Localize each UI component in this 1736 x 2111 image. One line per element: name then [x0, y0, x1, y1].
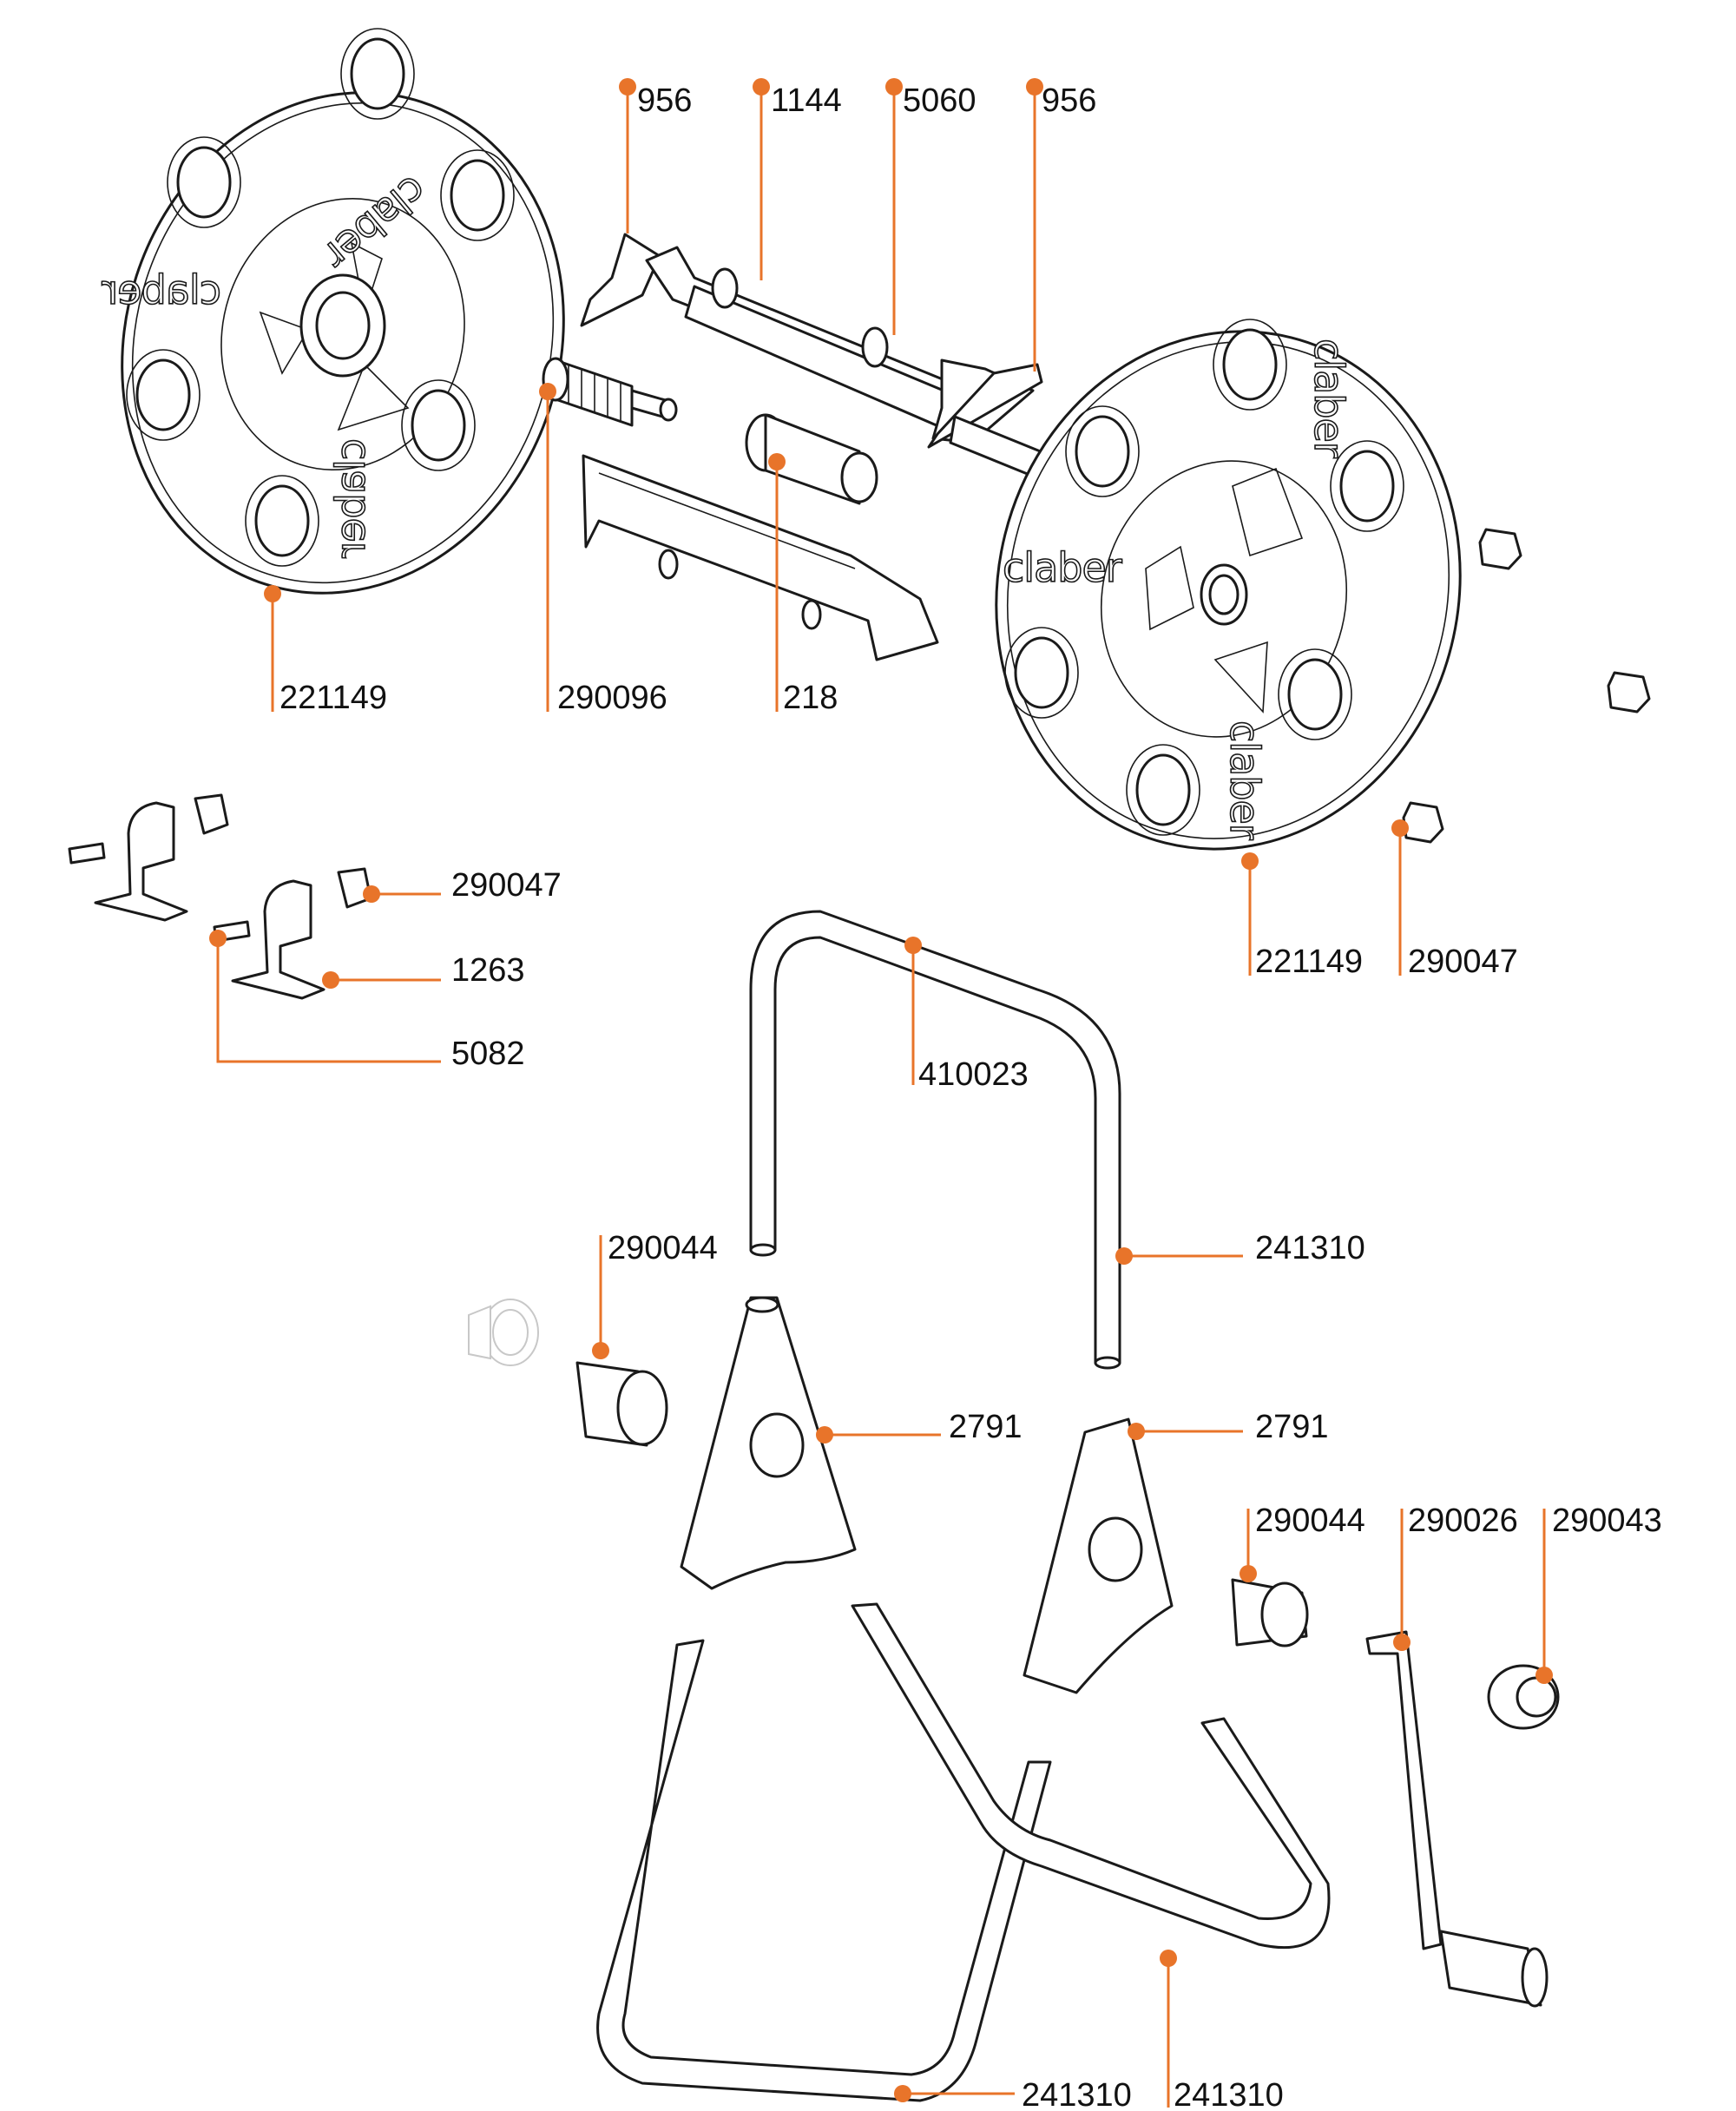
callout-label[interactable]: 5082 — [451, 1036, 525, 1072]
callout-label[interactable]: 2791 — [1255, 1409, 1329, 1445]
brand-logo: claber — [1305, 339, 1352, 458]
callout-dot[interactable] — [1026, 78, 1043, 95]
callout-label[interactable]: 218 — [783, 680, 838, 716]
ghost-adapter — [468, 1299, 539, 1366]
callout-label[interactable]: 1144 — [771, 82, 842, 119]
callout-dot[interactable] — [539, 383, 556, 400]
callout-dot[interactable] — [1160, 1950, 1177, 1967]
base-frame[interactable] — [596, 1602, 1331, 2102]
callout-dot[interactable] — [1393, 1634, 1410, 1651]
callout-dot[interactable] — [1535, 1667, 1553, 1684]
inlet-connector[interactable] — [542, 357, 678, 427]
callout-dot[interactable] — [768, 453, 786, 470]
callout-dot[interactable] — [619, 78, 636, 95]
spacer-parts[interactable] — [1402, 528, 1651, 844]
callout-dot[interactable] — [592, 1342, 609, 1359]
callout-label[interactable]: 241310 — [1022, 2077, 1132, 2111]
right-bushing[interactable] — [1231, 1578, 1309, 1647]
callout-dot[interactable] — [363, 885, 380, 903]
callout-label[interactable]: 290047 — [451, 867, 562, 904]
callout-label[interactable]: 956 — [637, 82, 692, 119]
leader-line — [216, 938, 441, 1063]
callout-dot[interactable] — [1241, 852, 1259, 870]
callout-label[interactable]: 290096 — [557, 680, 667, 716]
left-bushing[interactable] — [575, 1361, 668, 1447]
handle-frame[interactable] — [749, 910, 1121, 1370]
callout-dot[interactable] — [209, 930, 227, 947]
right-reel-disc[interactable]: claber claber claber — [942, 282, 1514, 898]
callout-dot[interactable] — [753, 78, 770, 95]
callout-label[interactable]: 290047 — [1408, 944, 1518, 980]
disc-holes — [1004, 319, 1404, 836]
brand-logo-mirrored: claber — [327, 438, 374, 558]
callout-dot[interactable] — [1128, 1423, 1145, 1440]
callout-dot[interactable] — [1240, 1565, 1257, 1582]
callout-dot[interactable] — [1391, 819, 1409, 837]
left-reel-disc[interactable]: claber claber claber — [58, 28, 628, 651]
callout-label[interactable]: 290044 — [608, 1230, 718, 1266]
callout-dot[interactable] — [264, 585, 281, 602]
callout-label[interactable]: 956 — [1042, 82, 1096, 119]
callout-dot[interactable] — [894, 2085, 911, 2102]
callout-label[interactable]: 290026 — [1408, 1503, 1518, 1539]
callout-label[interactable]: 5060 — [903, 82, 976, 119]
callout-dot[interactable] — [1115, 1247, 1133, 1265]
callout-label[interactable]: 410023 — [918, 1056, 1029, 1093]
disc-holes — [126, 28, 515, 567]
callout-label[interactable]: 221149 — [279, 680, 387, 716]
callout-label[interactable]: 290044 — [1255, 1503, 1365, 1539]
wall-brackets[interactable] — [68, 793, 372, 1000]
callout-labels: 956 1144 5060 956 221149 290096 218 2900… — [279, 82, 1662, 2111]
callout-dot[interactable] — [885, 78, 903, 95]
left-side-support[interactable] — [680, 1296, 857, 1590]
callout-label[interactable]: 1263 — [451, 952, 525, 989]
callout-label[interactable]: 2791 — [949, 1409, 1023, 1445]
callout-dot[interactable] — [322, 971, 339, 989]
right-side-support[interactable] — [1023, 1417, 1174, 1694]
callout-label[interactable]: 221149 — [1255, 944, 1363, 980]
callout-dot[interactable] — [816, 1426, 833, 1444]
callout-leaders — [209, 78, 1553, 2108]
callout-dot[interactable] — [904, 937, 922, 954]
crank-handle[interactable] — [1365, 1630, 1549, 2008]
callout-label[interactable]: 241310 — [1255, 1230, 1365, 1266]
brand-logo: claber — [1221, 720, 1268, 840]
callout-label[interactable]: 241310 — [1174, 2077, 1284, 2111]
brand-logo-mirrored: claber — [102, 266, 221, 313]
brand-logo: claber — [1003, 544, 1122, 591]
callout-label[interactable]: 290043 — [1552, 1503, 1662, 1539]
